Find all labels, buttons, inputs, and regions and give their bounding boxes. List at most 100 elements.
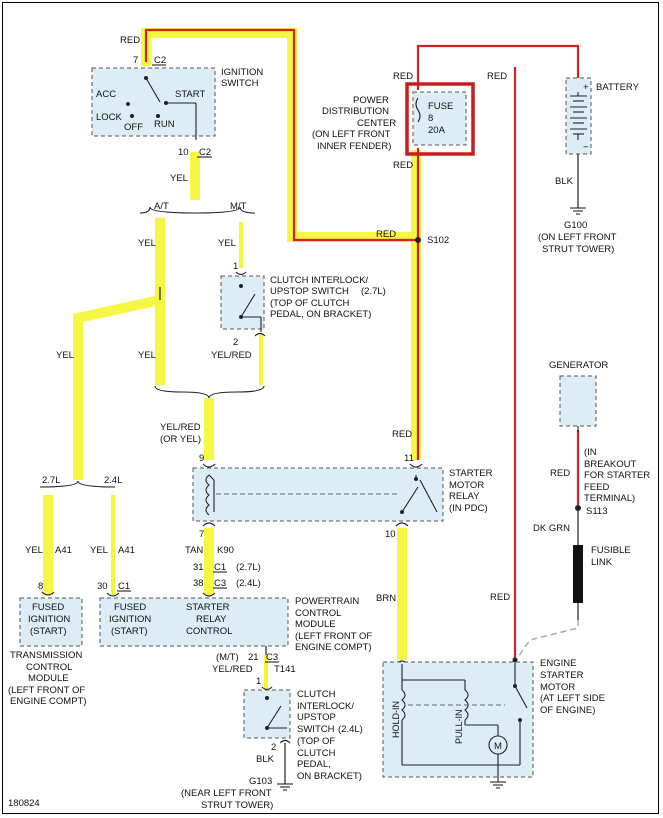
transmission-control-module: 8 FUSED IGNITION (START) TRANSMISSION CO… [8,581,87,707]
wire-label-red-s102: RED [376,229,396,240]
generator-note5: TERMINAL) [584,493,635,504]
clutch-bottom-t141: T141 [274,664,296,675]
wire-label-dk-grn: DK GRN [533,523,570,534]
clutch-bottom-line7: PEDAL, [297,759,331,770]
pcm-engine-27: (2.7L) [236,562,261,573]
clutch-bottom-pin2: 2 [271,742,276,753]
pdc-line3: CENTER [357,118,396,129]
clutch-bottom-line1: CLUTCH [297,689,336,700]
pcm-desc1: POWERTRAIN [295,596,359,607]
tcm-line2: IGNITION [28,614,70,625]
ignition-pin-bottom: 10 [178,147,189,158]
wire-label-red-gen: RED [550,468,570,479]
pcm-conn: C1 [118,581,130,592]
battery-ground-loc-2: STRUT TOWER) [542,244,614,255]
relay-pin7: 7 [199,529,204,540]
engine-starter-motor: BRN RED HOLD-IN PULL-IN M ENGINE STARTER… [376,592,605,789]
starter-line1: ENGINE [540,658,576,669]
pcm-desc2: CONTROL [295,608,341,619]
starter-motor-symbol: M [494,741,502,752]
clutch-bottom-engine: (2.4L) [338,724,363,735]
clutch-bottom-ground-id: G103 [249,776,272,787]
pdc-fuse-amp: 20A [428,125,446,136]
pcm-pin-38: 38 [193,578,204,589]
pcm-fused-3: (START) [111,626,148,637]
wire-label-red-pdc-in: RED [393,71,413,82]
pdc-line4: (ON LEFT FRONT [312,129,391,140]
clutch-bottom-line5: (TOP OF [297,736,335,747]
wire-label-red-pdc-out: RED [393,160,413,171]
generator-note3: FOR STARTER [584,470,650,481]
battery-ground-id: G100 [564,220,587,231]
wire-label-red-relay: RED [392,429,412,440]
splice-s113-label: S113 [586,506,607,517]
tcm-line3: (START) [30,626,67,637]
pdc-fuse-label: FUSE [428,101,453,112]
pcm-pin: 30 [97,581,108,592]
power-wires [144,28,580,660]
battery-ground-loc-1: (ON LEFT FRONT [538,232,617,243]
wire-label-a41-2: A41 [118,545,135,556]
clutch-switch-bottom: (M/T) 21 C3 YEL/RED T141 1 2 BLK G103 (N… [181,652,363,811]
wire-label-red-batt: RED [487,71,507,82]
relay-pin11: 11 [404,453,414,464]
branch-27l: 2.7L [42,475,61,486]
pcm-pin-31: 31 [193,562,204,573]
clutch-bottom-line6: CLUTCH [297,748,336,759]
relay-pin10: 10 [385,529,396,540]
wire-label-red-motor: RED [490,592,510,603]
ignition-pos-off: OFF [124,122,143,133]
tcm-line1: FUSED [32,602,64,613]
ignition-pos-run: RUN [154,119,175,130]
branch-mt: M/T [230,201,247,212]
ignition-switch: RED 7 C2 IGNITION SWITCH ACC LOCK OFF RU… [91,35,263,158]
pdc-line5: INNER FENDER) [317,141,391,152]
splice-s102-label: S102 [427,235,449,246]
clutch-top-line3: (TOP OF CLUTCH [270,298,349,309]
ignition-title-1: IGNITION [221,67,263,78]
highlight-paths [43,28,421,690]
tcm-desc5: ENGINE COMPT) [10,696,87,707]
wire-label-yel-red-bottom: YEL/RED [212,664,253,675]
wire-label-yel-a41-1: YEL [25,545,43,556]
starter-motor-relay: YEL/RED (OR YEL) RED 9 11 STARTER MOTOR … [160,422,493,540]
pcm-conn-c3a: C3 [214,578,226,589]
tcm-desc2: CONTROL [26,662,72,673]
clutch-bottom-pin21: 21 [248,652,259,663]
wire-label-yel-left: YEL [56,350,74,361]
tcm-desc4: (LEFT FRONT OF [8,685,85,696]
wire-label-brn: BRN [376,593,396,604]
clutch-top-line2: UPSTOP SWITCH [270,286,349,297]
battery: BATTERY RED + − BLK G100 (ON LEFT FRONT … [487,71,640,255]
wire-label-yel-ign: YEL [170,173,188,184]
pcm-conn-c1a: C1 [214,562,226,573]
relay-line2: MOTOR [449,480,484,491]
wire-label-yel-red-clutch: YEL/RED [211,350,252,361]
branch-at: A/T [154,201,169,212]
pdc-line1: POWER [353,95,389,106]
clutch-top-engine: (2.7L) [361,286,386,297]
clutch-bottom-line3: UPSTOP [297,712,336,723]
clutch-bottom-line8: ON BRACKET) [297,771,362,782]
pcm-start-3: CONTROL [186,626,232,637]
ignition-conn-top: C2 [154,55,166,66]
fusible-link-2: LINK [591,557,613,568]
wire-label-blk-bottom: BLK [256,754,275,765]
fusible-link-1: FUSIBLE [591,545,631,556]
tcm-desc3: MODULE [28,673,69,684]
ignition-branches: YEL A/T M/T YEL YEL YEL YEL [56,173,265,399]
clutch-bottom-ground-loc-1: (NEAR LEFT FRONT [181,788,272,799]
engine-split: 2.7L 2.4L YEL A41 YEL A41 [25,475,135,556]
wire-label-red-top: RED [120,35,140,46]
wire-label-k90: K90 [217,545,234,556]
clutch-top-pin1: 1 [233,261,238,272]
pcm-desc4: (LEFT FRONT OF [295,631,372,642]
battery-ground-wire: BLK [555,176,574,187]
pcm-engine-24: (2.4L) [236,578,261,589]
powertrain-control-module: 30 C1 FUSED IGNITION (START) STARTER REL… [97,581,372,655]
wire-label-yel-mt: YEL [218,238,236,249]
clutch-top-pin2: 2 [233,337,238,348]
ignition-conn-bottom: C2 [199,147,211,158]
pcm-start-2: RELAY [196,614,227,625]
diagram-id: 180824 [8,798,40,809]
